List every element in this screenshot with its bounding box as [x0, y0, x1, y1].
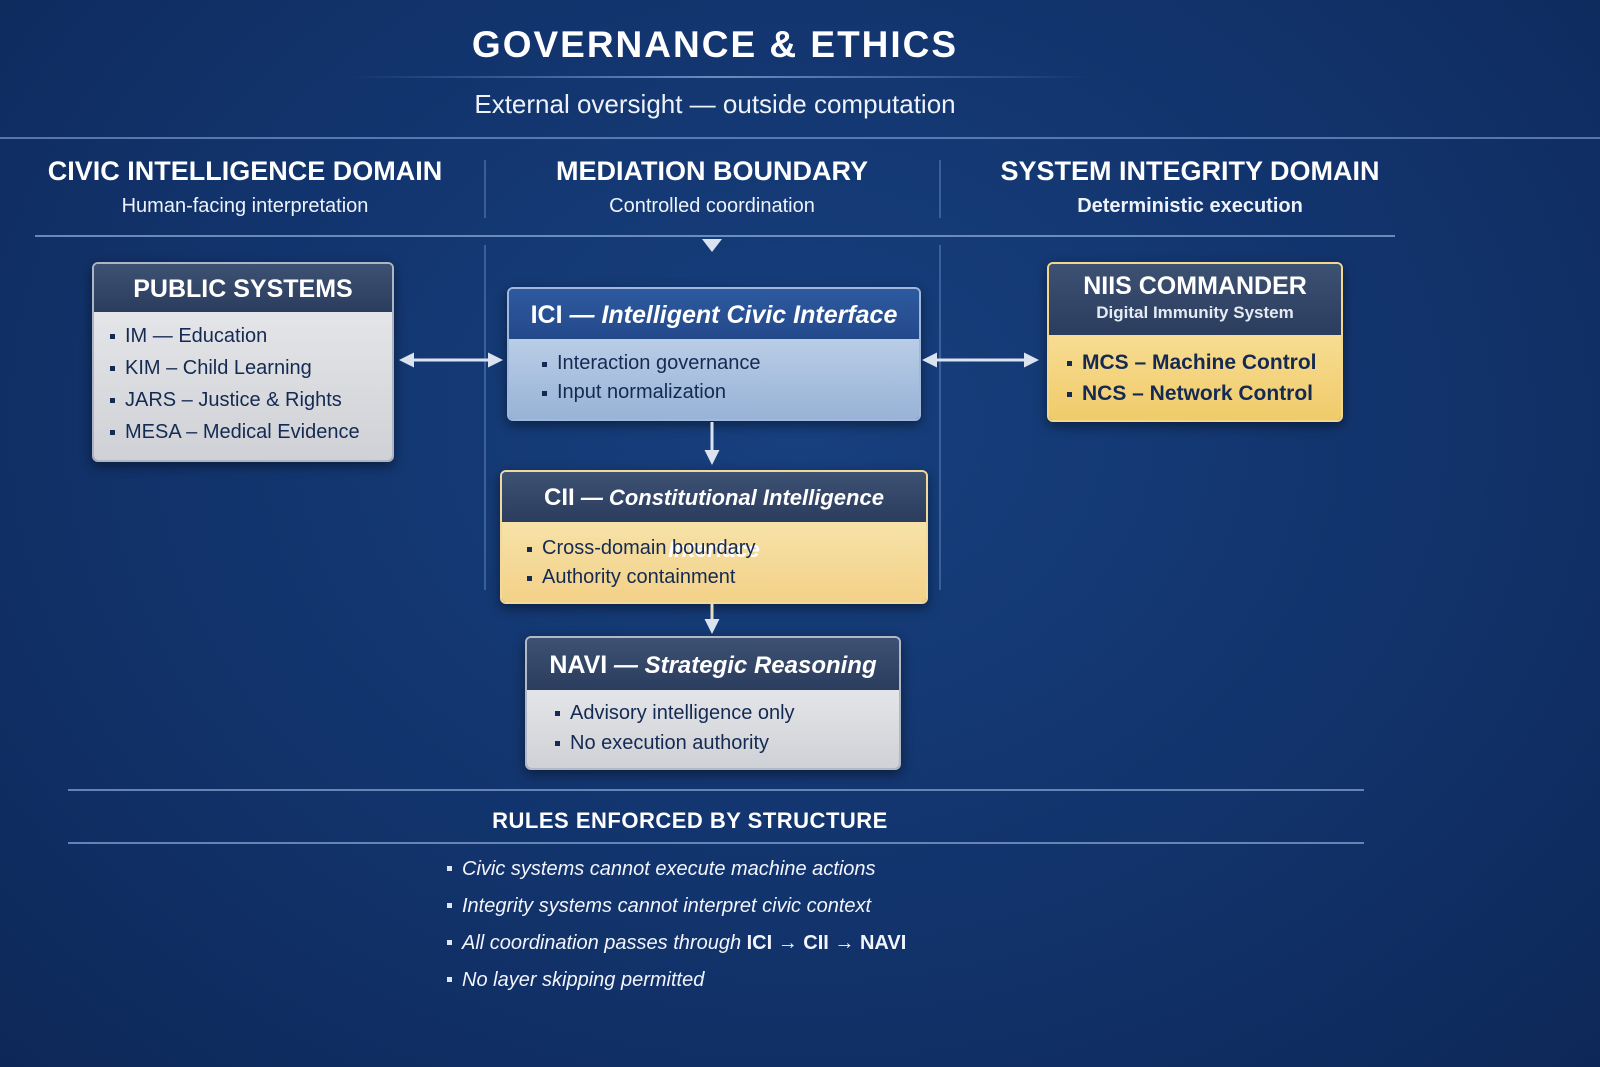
list-item: IM — Education [110, 320, 392, 352]
niis-title: NIIS COMMANDER [1083, 272, 1307, 300]
ici-box: ICI — Intelligent Civic Interface Intera… [507, 287, 921, 421]
column-divider-right-top [939, 160, 941, 218]
column-mediation-title: MEDIATION BOUNDARY [556, 156, 868, 186]
ici-title-name: — Intelligent Civic Interface [562, 301, 898, 329]
rules-item-path: ICI → CII → NAVI [746, 932, 907, 954]
cii-box: CII — Constitutional Intelligence Interf… [500, 470, 928, 604]
title-underline [350, 76, 1090, 78]
column-heading-divider [35, 235, 1395, 237]
public-systems-list: IM — Education KIM – Child Learning JARS… [110, 320, 392, 448]
rules-item-lead: All coordination passes through [462, 932, 747, 954]
list-item: Advisory intelligence only [555, 698, 899, 728]
ici-title: ICI — Intelligent Civic Interface [509, 289, 919, 339]
column-civic-title: CIVIC INTELLIGENCE DOMAIN [47, 156, 443, 186]
column-civic-subtitle: Human-facing interpretation [121, 195, 369, 217]
column-integrity-heading: SYSTEM INTEGRITY DOMAIN Deterministic ex… [980, 156, 1400, 218]
list-item: No execution authority [555, 728, 899, 758]
page-title: GOVERNANCE & ETHICS [471, 24, 959, 65]
page-subtitle: External oversight — outside computation [474, 89, 956, 119]
ici-list: Interaction governance Input normalizati… [542, 349, 919, 407]
list-item: No layer skipping permitted [446, 968, 906, 1005]
column-divider-left-top [484, 160, 486, 218]
cii-title: CII — Constitutional Intelligence Interf… [502, 472, 926, 562]
column-mediation-heading: MEDIATION BOUNDARY Controlled coordinati… [512, 156, 912, 218]
mediation-pointer-icon [702, 239, 722, 252]
list-item: MESA – Medical Evidence [110, 416, 392, 448]
rules-bottom-divider [68, 842, 1364, 844]
list-item: Interaction governance [542, 349, 919, 378]
navi-title-name: — Strategic Reasoning [607, 652, 877, 679]
list-item: NCS – Network Control [1067, 378, 1341, 409]
list-item: All coordination passes through ICI → CI… [446, 931, 907, 968]
niis-list: MCS – Machine Control NCS – Network Cont… [1067, 347, 1341, 409]
column-divider-left [484, 245, 486, 590]
niis-subtitle: Digital Immunity System [1096, 303, 1294, 322]
list-item: Integrity systems cannot interpret civic… [446, 894, 906, 931]
column-integrity-subtitle: Deterministic execution [1077, 195, 1303, 217]
column-divider-right [939, 245, 941, 590]
public-systems-title: PUBLIC SYSTEMS [94, 264, 392, 312]
list-item: Authority containment [527, 563, 926, 592]
navi-title-acronym: NAVI [549, 651, 608, 679]
list-item: KIM – Child Learning [110, 352, 392, 384]
navi-box: NAVI — Strategic Reasoning Advisory inte… [525, 636, 901, 770]
column-integrity-title: SYSTEM INTEGRITY DOMAIN [1000, 156, 1380, 186]
list-item: Cross-domain boundary [527, 534, 926, 563]
column-civic-heading: CIVIC INTELLIGENCE DOMAIN Human-facing i… [40, 156, 450, 218]
rules-top-divider [68, 789, 1364, 791]
navi-list: Advisory intelligence only No execution … [555, 698, 899, 758]
header-divider [0, 137, 1600, 139]
public-systems-box: PUBLIC SYSTEMS IM — Education KIM – Chil… [92, 262, 394, 462]
niis-header: NIIS COMMANDER Digital Immunity System [1049, 264, 1341, 335]
cii-list: Cross-domain boundary Authority containm… [527, 534, 926, 592]
rules-list: Civic systems cannot execute machine act… [446, 857, 907, 1005]
column-mediation-subtitle: Controlled coordination [609, 195, 815, 217]
list-item: Civic systems cannot execute machine act… [446, 857, 906, 894]
ici-title-acronym: ICI [530, 301, 563, 329]
list-item: Input normalization [542, 378, 919, 407]
niis-commander-box: NIIS COMMANDER Digital Immunity System M… [1047, 262, 1343, 422]
cii-title-name: — Constitutional Intelligence Interface [574, 485, 884, 562]
rules-title: RULES ENFORCED BY STRUCTURE [492, 808, 888, 833]
navi-title: NAVI — Strategic Reasoning [527, 638, 899, 690]
cii-title-acronym: CII [544, 484, 575, 511]
list-item: MCS – Machine Control [1067, 347, 1341, 378]
list-item: JARS – Justice & Rights [110, 384, 392, 416]
